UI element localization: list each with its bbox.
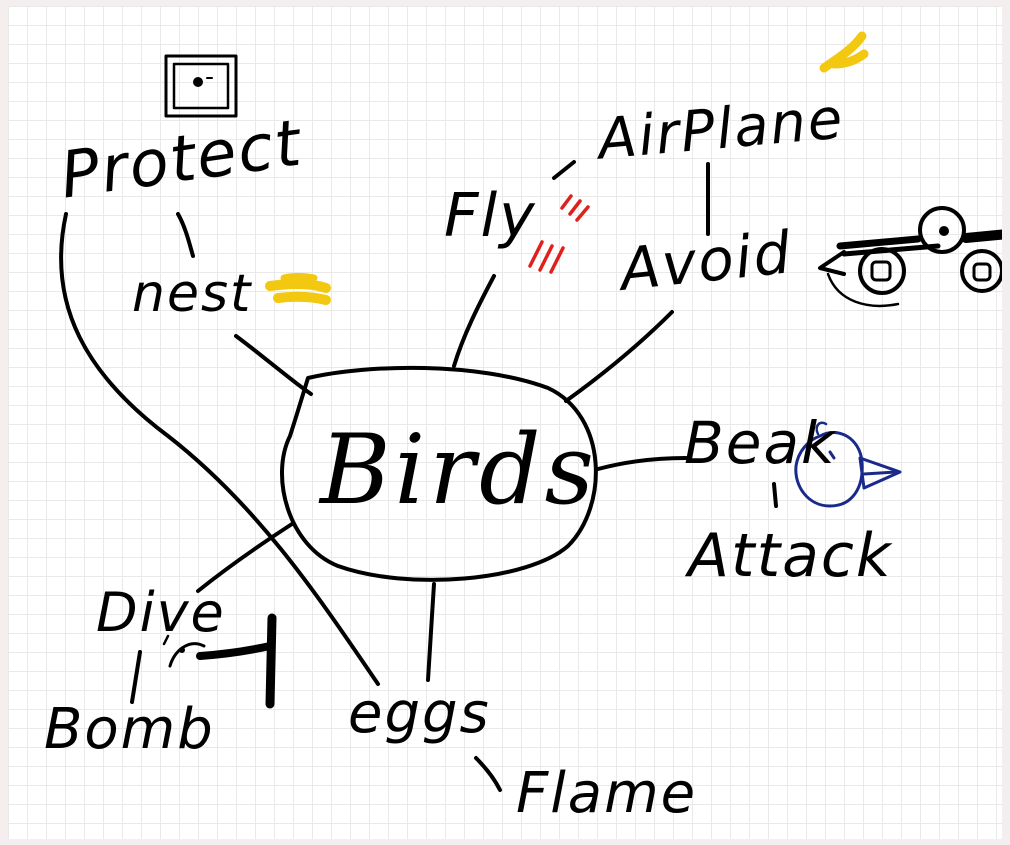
avoid-node-label: Avoid xyxy=(616,218,796,304)
speed-lines-icon xyxy=(528,194,590,274)
connector-beak xyxy=(596,456,688,471)
connector-dive xyxy=(196,522,294,593)
center-ellipse xyxy=(280,365,598,582)
connector-fly-airplane xyxy=(552,160,576,180)
fly-node-label: Fly xyxy=(444,181,537,251)
attack-node-label: Attack xyxy=(688,521,893,591)
connector-flame xyxy=(474,756,502,792)
connector-layer xyxy=(59,31,1002,792)
bomb-icon xyxy=(162,613,277,709)
bird-icon xyxy=(794,421,902,508)
connector-nest xyxy=(234,334,313,396)
eggs-node-label: eggs xyxy=(348,681,491,746)
connector-eggs xyxy=(426,582,436,682)
connector-attack xyxy=(772,482,778,508)
connector-protect xyxy=(176,212,195,258)
airplane-icon xyxy=(818,206,1002,308)
framed-picture-icon xyxy=(164,54,238,118)
nest-node-label: nest xyxy=(132,264,253,324)
nest-icon xyxy=(265,273,331,305)
connector-avoid xyxy=(564,310,674,403)
flame-node-label: Flame xyxy=(516,761,698,826)
center-node-label: Birds xyxy=(320,414,598,526)
connector-fly xyxy=(452,274,496,368)
feather-icon xyxy=(819,31,869,73)
beak-node-label: Beak xyxy=(684,409,837,477)
drawing-canvas: Birds Protect nest Fly AirPlane Avoid Be… xyxy=(8,6,1002,839)
connector-bomb xyxy=(130,650,142,704)
bomb-node-label: Bomb xyxy=(44,697,215,762)
connector-protect-eggs xyxy=(59,212,380,686)
dive-node-label: Dive xyxy=(96,581,226,644)
